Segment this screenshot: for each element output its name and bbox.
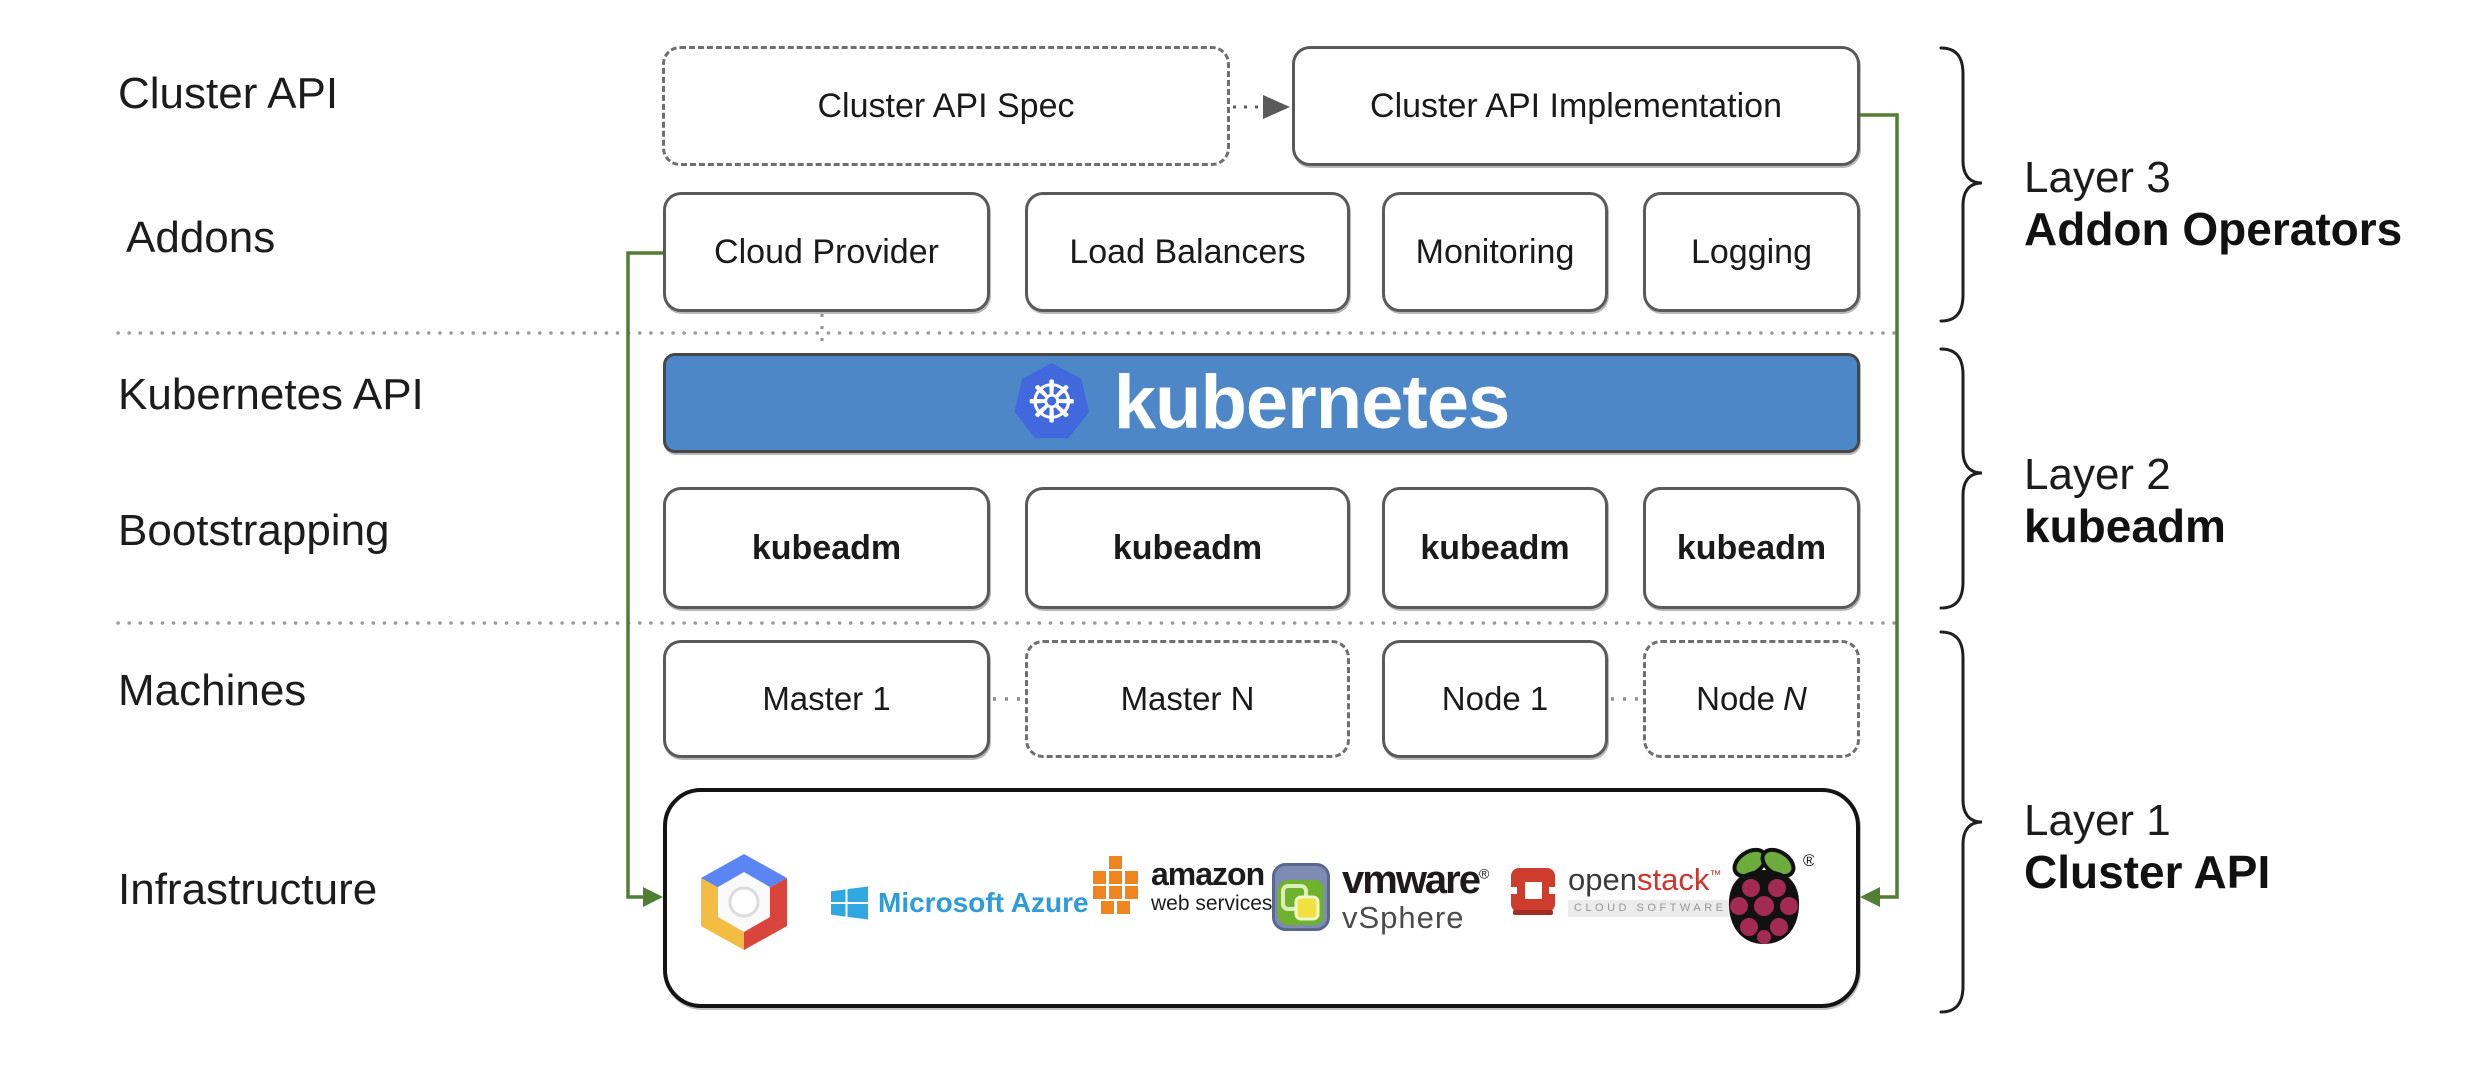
aws-web-services-label: web services (1151, 892, 1273, 915)
layer-2-title: Layer 2 (2024, 450, 2171, 499)
addon-label: Load Balancers (1069, 232, 1306, 271)
vmware-reg-mark: ® (1478, 865, 1489, 882)
row-label-infrastructure: Infrastructure (118, 865, 378, 914)
machine-box-master-n: Master N (1025, 640, 1350, 758)
left-green-arrowhead (643, 887, 663, 907)
google-cloud-platform-icon (701, 854, 787, 950)
layer-1-bracket (1939, 630, 1983, 1014)
machine-label: Node 1 (1441, 680, 1549, 717)
kubeadm-box-4: kubeadm (1643, 487, 1860, 609)
kubeadm-box-1: kubeadm (663, 487, 990, 609)
layer-1-title: Layer 1 (2024, 796, 2171, 845)
cluster-api-implementation-label: Cluster API Implementation (1370, 86, 1782, 125)
machine-box-node-1: Node 1 (1382, 640, 1608, 758)
row-label-addons: Addons (126, 213, 276, 262)
row-label-kubernetes-api: Kubernetes API (118, 370, 424, 419)
kubeadm-label: kubeadm (1420, 528, 1570, 567)
kubernetes-wordmark: kubernetes (1113, 360, 1510, 445)
vmware-label: vmware® (1342, 858, 1489, 902)
openstack-stack: stack (1636, 862, 1710, 897)
google-cloud-platform-logo (701, 854, 787, 950)
raspberry-pi-reg-mark: ® (1803, 851, 1814, 870)
layer-2-bracket (1939, 347, 1983, 610)
machine-label-n-italic: N (1783, 680, 1807, 717)
microsoft-azure-icon (831, 886, 868, 920)
spec-to-implementation-arrowhead (1263, 95, 1290, 119)
cluster-api-implementation-box: Cluster API Implementation (1292, 46, 1860, 166)
aws-text: amazon web services (1151, 858, 1272, 914)
addon-box-monitoring: Monitoring (1382, 192, 1608, 312)
addon-box-logging: Logging (1643, 192, 1860, 312)
openstack-label: openstack™ (1568, 864, 1733, 895)
kubernetes-banner: ☸ kubernetes (663, 353, 1860, 453)
addon-label: Monitoring (1415, 232, 1575, 271)
layer-3-subtitle: Addon Operators (2024, 203, 2403, 256)
addon-label: Logging (1690, 232, 1812, 271)
kubeadm-label: kubeadm (1112, 528, 1263, 567)
kubeadm-box-2: kubeadm (1025, 487, 1350, 609)
aws-amazon-label: amazon (1151, 856, 1265, 892)
cluster-api-spec-box: Cluster API Spec (662, 46, 1230, 166)
kubernetes-helm-icon: ☸ (1014, 363, 1089, 439)
vsphere-label: vSphere (1342, 900, 1465, 935)
addon-box-load-balancers: Load Balancers (1025, 192, 1350, 312)
cloud-provider-to-infrastructure-arrow (626, 251, 663, 899)
vmware-text: vmware® vSphere (1342, 858, 1489, 935)
openstack-cloud-software-label: CLOUD SOFTWARE (1568, 900, 1733, 917)
openstack-tm-mark: ™ (1709, 867, 1722, 882)
infrastructure-box: Microsoft Azure amazon web ser (663, 788, 1860, 1008)
cluster-api-spec-label: Cluster API Spec (817, 86, 1075, 125)
openstack-open: open (1568, 862, 1637, 897)
kubeadm-label: kubeadm (1676, 528, 1827, 567)
helm-wheel-glyph: ☸ (1025, 368, 1078, 436)
right-green-arrowhead (1860, 887, 1880, 907)
row-label-machines: Machines (118, 666, 307, 715)
openstack-text: openstack™ CLOUD SOFTWARE (1568, 864, 1733, 917)
layer-3-bracket (1939, 46, 1983, 323)
layer-3-annotation: Layer 3 Addon Operators (2024, 152, 2402, 256)
vmware-vsphere-logo: vmware® vSphere (1272, 858, 1489, 935)
raspberry-pi-logo: ® (1720, 840, 1814, 950)
azure-label: Microsoft Azure (878, 887, 1089, 918)
layer-1-annotation: Layer 1 Cluster API (2024, 795, 2270, 899)
layer-2-subtitle: kubeadm (2024, 500, 2226, 553)
aws-cubes-icon (1093, 856, 1138, 914)
row-label-cluster-api: Cluster API (118, 69, 339, 118)
aws-logo: amazon web services (1091, 856, 1272, 916)
openstack-icon (1510, 867, 1556, 915)
vmware-wordmark: vmware (1342, 858, 1481, 902)
machine-label: Master N (1120, 680, 1255, 717)
vmware-vsphere-icon (1272, 862, 1330, 931)
addon-label: Cloud Provider (714, 232, 939, 271)
addon-box-cloud-provider: Cloud Provider (663, 192, 990, 312)
machine-box-master-1: Master 1 (663, 640, 990, 758)
microsoft-azure-logo: Microsoft Azure (830, 886, 1089, 920)
machine-label: Master 1 (762, 680, 891, 717)
layer-1-subtitle: Cluster API (2024, 846, 2271, 899)
layer-3-title: Layer 3 (2024, 153, 2171, 202)
row-label-bootstrapping: Bootstrapping (118, 506, 390, 555)
openstack-logo: openstack™ CLOUD SOFTWARE (1510, 864, 1733, 917)
layer-2-annotation: Layer 2 kubeadm (2024, 449, 2226, 553)
kubeadm-label: kubeadm (751, 528, 902, 567)
kubeadm-box-3: kubeadm (1382, 487, 1608, 609)
machine-box-node-n: Node N (1643, 640, 1860, 758)
implementation-to-infrastructure-arrow (1860, 113, 1899, 899)
machine-label-prefix: Node (1696, 680, 1776, 717)
raspberry-pi-icon: ® (1728, 847, 1814, 944)
